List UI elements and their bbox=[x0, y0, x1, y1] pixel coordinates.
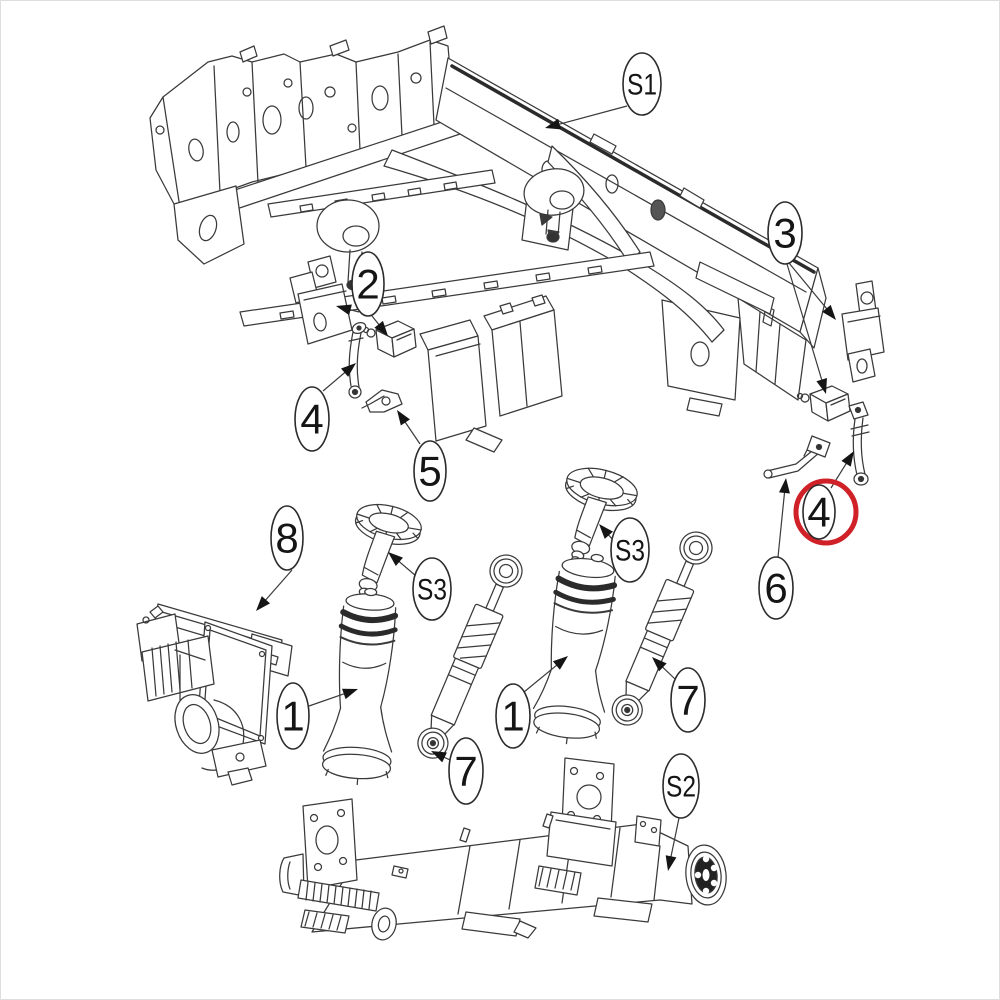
balloon-ellipse bbox=[448, 737, 484, 805]
callout-7-left[interactable]: 7 bbox=[431, 737, 484, 805]
callout-4-left[interactable]: 4 bbox=[294, 363, 356, 452]
bump-stop-left bbox=[337, 498, 425, 609]
sensor-rod bbox=[764, 436, 830, 478]
callout-5[interactable]: 5 bbox=[397, 410, 447, 502]
leader-line bbox=[788, 262, 830, 312]
balloon-label: 2 bbox=[356, 260, 379, 307]
leader-line bbox=[786, 263, 824, 384]
balloon-ellipse bbox=[622, 52, 662, 116]
sensor-link-right bbox=[849, 402, 869, 485]
callout-1-right[interactable]: 1 bbox=[495, 656, 568, 749]
balloon-ellipse bbox=[412, 557, 452, 621]
leader-arrowhead bbox=[336, 304, 352, 316]
balloon-label: 1 bbox=[281, 692, 304, 739]
leader-line bbox=[308, 692, 348, 707]
height-sensor-right bbox=[798, 386, 851, 421]
leader-arrowhead bbox=[342, 688, 358, 700]
leader-arrowhead bbox=[545, 118, 561, 130]
leader-arrowhead bbox=[841, 451, 854, 467]
leader-line bbox=[669, 817, 680, 861]
balloon-ellipse bbox=[413, 440, 447, 502]
balloon-ellipse bbox=[758, 556, 794, 620]
balloon-ellipse bbox=[662, 753, 700, 819]
balloon-label: S2 bbox=[666, 770, 696, 803]
balloon-ellipse bbox=[294, 386, 330, 452]
balloon-label: 8 bbox=[275, 514, 298, 561]
balloon-ellipse bbox=[270, 505, 304, 571]
leader-line bbox=[395, 558, 417, 577]
balloon-ellipse bbox=[670, 667, 706, 733]
balloon-ellipse bbox=[276, 682, 310, 750]
leader-line bbox=[777, 488, 786, 558]
leader-arrowhead bbox=[397, 410, 410, 426]
callout-6[interactable]: 6 bbox=[758, 478, 794, 620]
balloon-ellipse bbox=[802, 484, 836, 540]
leader-arrowhead bbox=[552, 656, 568, 670]
leader-arrowhead bbox=[599, 524, 614, 539]
balloon-label: 7 bbox=[676, 676, 699, 723]
leader-arrowhead bbox=[256, 596, 271, 611]
balloon-ellipse bbox=[767, 201, 803, 265]
leader-arrowhead bbox=[822, 304, 836, 320]
compressor-assembly bbox=[137, 604, 292, 785]
leader-line bbox=[262, 569, 293, 604]
leader-arrowhead bbox=[816, 378, 827, 394]
axle-assembly bbox=[280, 758, 729, 942]
height-sensor-left bbox=[364, 321, 417, 357]
bump-stop-right bbox=[548, 462, 641, 574]
balloon-label: 7 bbox=[454, 747, 477, 794]
callout-s1[interactable]: S1 bbox=[545, 52, 662, 130]
balloon-label: 6 bbox=[764, 564, 787, 611]
air-spring-right bbox=[530, 549, 624, 748]
callout-8[interactable]: 8 bbox=[256, 505, 304, 611]
leader-arrowhead bbox=[341, 363, 356, 377]
callout-2[interactable]: 2 bbox=[336, 251, 388, 336]
leader-arrowhead bbox=[374, 320, 388, 336]
balloon-ellipse bbox=[351, 251, 385, 317]
callout-4-right[interactable]: 4 bbox=[793, 451, 859, 546]
leader-line bbox=[555, 105, 628, 126]
sensor-bracket-left bbox=[362, 390, 402, 412]
leader-arrowhead bbox=[665, 855, 677, 871]
frame-bracket-right bbox=[842, 281, 884, 382]
sensor-link-left bbox=[349, 321, 367, 398]
shock-absorber-left bbox=[412, 550, 527, 763]
balloon-label: 3 bbox=[773, 209, 796, 256]
balloon-label: 1 bbox=[501, 692, 524, 739]
leader-arrowhead bbox=[652, 657, 667, 672]
highlight-ring bbox=[793, 478, 859, 546]
callout-3[interactable]: 3 bbox=[767, 201, 836, 394]
leader-arrowhead bbox=[388, 552, 403, 566]
balloon-label: 4 bbox=[300, 395, 323, 442]
balloon-label: S3 bbox=[615, 534, 645, 567]
leader-line bbox=[523, 662, 560, 693]
callout-s3-left[interactable]: S3 bbox=[388, 552, 452, 621]
air-spring-left bbox=[321, 586, 403, 787]
balloon-label: S1 bbox=[627, 68, 657, 101]
balloon-ellipse bbox=[495, 683, 531, 749]
callout-1-left[interactable]: 1 bbox=[276, 682, 358, 750]
balloon-label: 4 bbox=[807, 488, 830, 535]
frame-bracket-left bbox=[290, 256, 352, 344]
callout-s3-right[interactable]: S3 bbox=[599, 517, 650, 583]
leader-line bbox=[402, 418, 421, 445]
leader-line bbox=[322, 369, 349, 392]
balloon-label: 5 bbox=[418, 447, 441, 494]
callout-s2[interactable]: S2 bbox=[662, 753, 700, 871]
frame-assembly bbox=[150, 26, 826, 452]
leader-arrowhead bbox=[431, 751, 447, 763]
balloon-label: S3 bbox=[417, 573, 447, 606]
balloon-ellipse bbox=[610, 517, 650, 583]
shock-absorber-right bbox=[607, 527, 717, 730]
callout-7-right[interactable]: 7 bbox=[652, 657, 706, 733]
leader-arrowhead bbox=[779, 478, 790, 494]
